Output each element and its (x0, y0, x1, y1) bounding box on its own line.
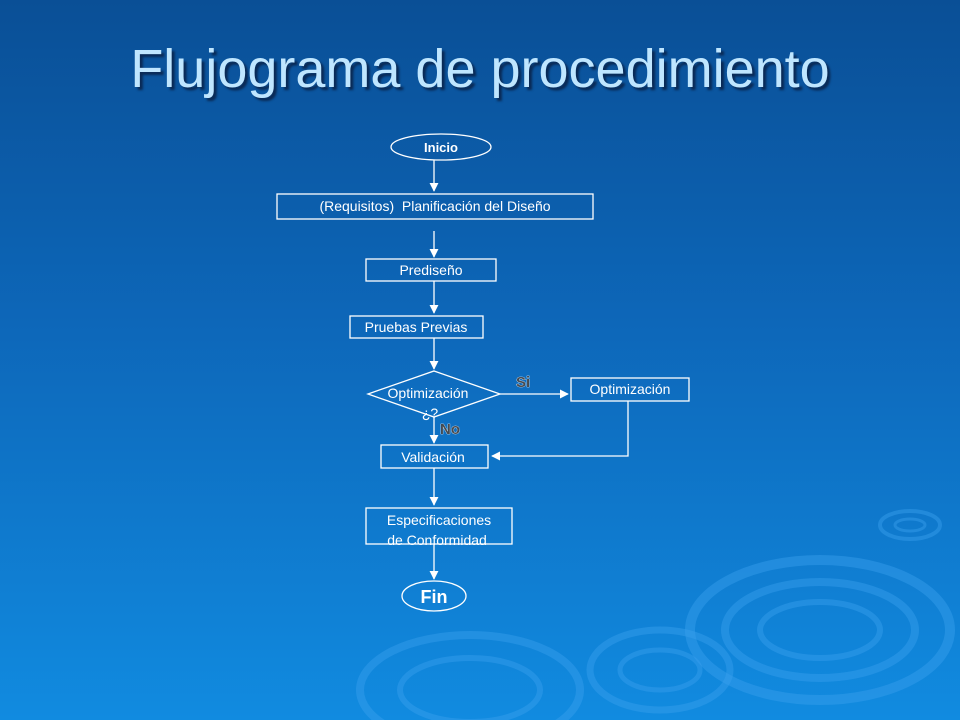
node-pruebas: Pruebas Previas (349, 315, 484, 339)
node-validacion: Validación (380, 444, 489, 469)
node-especificaciones-line2: de Conformidad (387, 532, 487, 548)
node-especificaciones-line1: Especificaciones (387, 512, 491, 528)
node-inicio: Inicio (390, 133, 492, 161)
node-especificaciones: Especificaciones de Conformidad (365, 507, 513, 548)
edge-optimizacion-validacion (491, 401, 629, 461)
edge-label-no: No (440, 421, 460, 438)
node-planificacion: (Requisitos) Planificación del Diseño (276, 193, 594, 220)
connectors (429, 160, 629, 580)
node-prediseno: Prediseño (365, 258, 497, 282)
node-prediseno-label: Prediseño (399, 262, 462, 278)
node-fin: Fin (401, 580, 467, 612)
node-pruebas-label: Pruebas Previas (365, 319, 468, 335)
slide-title: Flujograma de procedimiento (130, 39, 830, 99)
node-optimizacion-label: Optimización (590, 381, 671, 397)
ripple-decoration (356, 509, 955, 720)
node-fin-label: Fin (421, 587, 448, 607)
edge-label-si: Si (516, 374, 530, 391)
node-inicio-label: Inicio (424, 140, 458, 155)
node-optimizacion: Optimización (570, 377, 690, 402)
node-decision-question: ¿? (422, 405, 439, 421)
node-decision: Optimización ¿? (366, 370, 502, 421)
node-planificacion-label: (Requisitos) Planificación del Diseño (319, 198, 550, 214)
node-validacion-label: Validación (401, 449, 465, 465)
node-decision-label: Optimización (388, 385, 469, 401)
